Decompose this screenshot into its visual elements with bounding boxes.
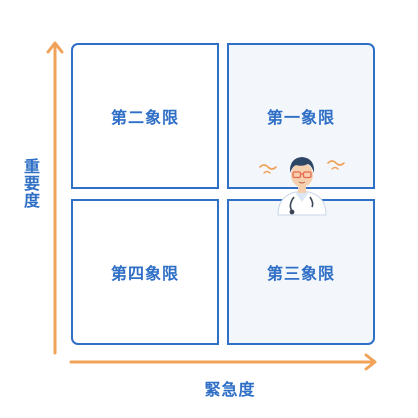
quadrant-2: 第二象限 bbox=[71, 43, 219, 189]
quadrant-4: 第四象限 bbox=[71, 199, 219, 345]
quadrant-2-label: 第二象限 bbox=[110, 108, 179, 127]
quadrant-3-label: 第三象限 bbox=[266, 264, 335, 283]
y-axis-label: 重要度 bbox=[21, 158, 40, 209]
x-axis-label: 緊急度 bbox=[204, 380, 256, 399]
x-axis-arrow bbox=[69, 353, 377, 371]
quadrant-1-label: 第一象限 bbox=[266, 108, 335, 127]
y-axis-arrow bbox=[46, 41, 64, 355]
doctor-icon bbox=[259, 157, 345, 216]
quadrant-3: 第三象限 bbox=[227, 199, 375, 345]
quadrant-4-label: 第四象限 bbox=[110, 264, 179, 283]
